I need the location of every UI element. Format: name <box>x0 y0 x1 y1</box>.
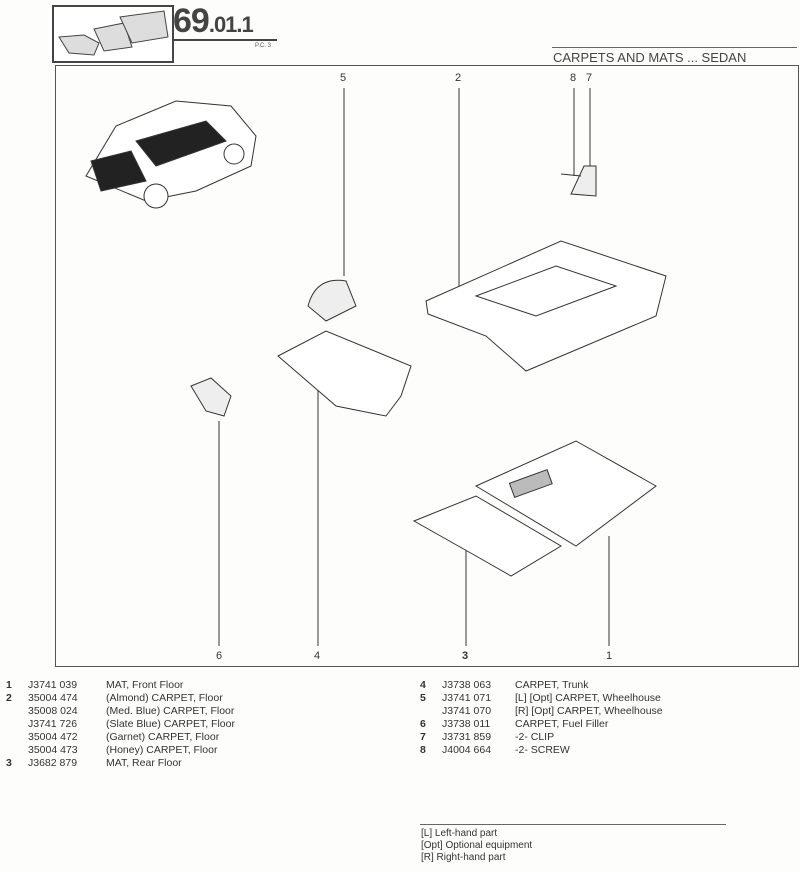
car-illustration <box>85 100 257 209</box>
ref-number: 6 <box>420 718 426 730</box>
part-description: MAT, Rear Floor <box>106 757 182 769</box>
ref-number: 8 <box>420 744 426 756</box>
part-number: J3741 071 <box>442 692 492 704</box>
part-description: (Med. Blue) CARPET, Floor <box>106 705 235 717</box>
part-number: J3738 011 <box>442 718 491 730</box>
section-number: 69.01.1 <box>173 2 254 41</box>
part-number: J4004 664 <box>442 744 492 756</box>
legend-item: [L] Left-hand part <box>421 828 498 839</box>
page-title: CARPETS AND MATS ... SEDAN <box>553 50 747 65</box>
exploded-parts-diagram: 5 2 8 7 6 4 3 1 <box>55 65 799 667</box>
divider <box>420 824 726 825</box>
divider <box>172 39 277 41</box>
ref-number: 3 <box>6 757 12 769</box>
part-description: MAT, Front Floor <box>106 679 184 691</box>
part-description: (Almond) CARPET, Floor <box>106 692 223 704</box>
ref-number: 4 <box>420 679 426 691</box>
callout-7: 7 <box>586 72 593 84</box>
callout-4: 4 <box>314 650 321 662</box>
callout-6: 6 <box>216 650 223 662</box>
part-number: J3741 070 <box>442 705 492 717</box>
callout-2: 2 <box>455 72 462 84</box>
section-main: 69 <box>173 2 210 40</box>
part-description: (Honey) CARPET, Floor <box>106 744 218 756</box>
diagram-drawing <box>85 88 667 646</box>
pc-label: P.C. 3 <box>255 43 271 49</box>
part-description: (Slate Blue) CARPET, Floor <box>106 718 235 730</box>
callout-5: 5 <box>340 72 347 84</box>
part-number: J3738 063 <box>442 679 492 691</box>
part-number: J3741 039 <box>28 679 78 691</box>
divider <box>552 47 797 48</box>
part-number: J3741 726 <box>28 718 78 730</box>
callout-8: 8 <box>570 72 577 84</box>
part-number: 35004 472 <box>28 731 78 743</box>
part-number: J3682 879 <box>28 757 78 769</box>
part-description: -2- SCREW <box>515 744 570 756</box>
part-number: J3731 859 <box>442 731 492 743</box>
ref-number: 2 <box>6 692 12 704</box>
ref-number: 1 <box>6 679 12 691</box>
section-thumbnail-image <box>52 5 174 63</box>
section-sub: .01 <box>208 12 238 37</box>
part-number: 35004 474 <box>28 692 78 704</box>
part-description: (Garnet) CARPET, Floor <box>106 731 220 743</box>
part-description: [R] [Opt] CARPET, Wheelhouse <box>515 705 663 717</box>
callout-3: 3 <box>462 650 469 662</box>
ref-number: 7 <box>420 731 426 743</box>
legend-item: [R] Right-hand part <box>421 852 506 863</box>
part-description: CARPET, Trunk <box>515 679 589 691</box>
section-suffix: .1 <box>236 12 253 37</box>
ref-number: 5 <box>420 692 426 704</box>
callout-1: 1 <box>606 650 613 662</box>
legend-item: [Opt] Optional equipment <box>421 840 533 851</box>
part-description: [L] [Opt] CARPET, Wheelhouse <box>515 692 661 704</box>
part-number: 35004 473 <box>28 744 78 756</box>
part-description: CARPET, Fuel Filler <box>515 718 609 730</box>
part-number: 35008 024 <box>28 705 78 717</box>
part-description: -2- CLIP <box>515 731 555 743</box>
